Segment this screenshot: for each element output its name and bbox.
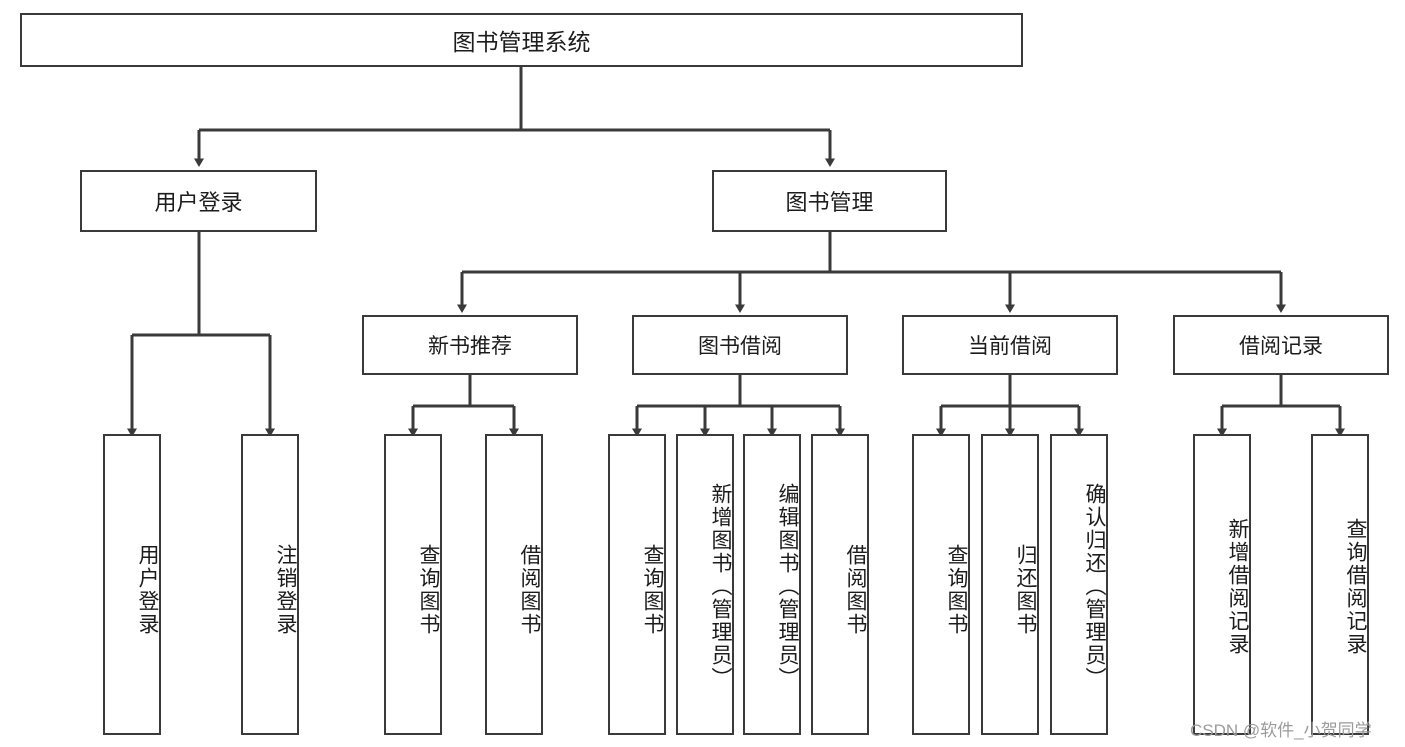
node-label: 新书推荐 <box>428 335 512 358</box>
node-book-management[interactable]: 图书管理 <box>712 170 947 232</box>
node-book-borrowing[interactable]: 图书借阅 <box>632 315 848 375</box>
watermark-text: CSDN @软件_小贺同学 <box>1190 721 1372 740</box>
node-label: 用户登录 <box>154 190 243 215</box>
node-user-login[interactable]: 用户登录 <box>80 170 317 232</box>
leaf-return-books[interactable]: 归还图书 <box>981 434 1039 735</box>
node-label: 查询图书 <box>641 543 664 636</box>
node-label: 新增图书（管理员） <box>709 483 732 690</box>
node-new-book-recommendation[interactable]: 新书推荐 <box>362 315 578 375</box>
leaf-add-book-admin[interactable]: 新增图书（管理员） <box>676 434 734 735</box>
leaf-add-borrow-record[interactable]: 新增借阅记录 <box>1193 434 1251 735</box>
node-borrowing-records[interactable]: 借阅记录 <box>1173 315 1389 375</box>
leaf-query-borrow-record[interactable]: 查询借阅记录 <box>1311 434 1369 735</box>
node-label: 查询借阅记录 <box>1344 517 1367 656</box>
node-label: 编辑图书（管理员） <box>776 483 799 690</box>
node-label: 图书管理 <box>785 190 874 215</box>
node-label: 当前借阅 <box>968 335 1052 358</box>
node-label: 图书借阅 <box>698 335 782 358</box>
csdn-watermark: CSDN @软件_小贺同学 <box>1190 716 1372 741</box>
node-label: 查询图书 <box>417 543 440 636</box>
node-label: 借阅记录 <box>1239 335 1323 358</box>
leaf-borrow-books-recommend[interactable]: 借阅图书 <box>485 434 543 735</box>
node-root-book-management-system[interactable]: 图书管理系统 <box>20 13 1023 67</box>
node-current-borrowing[interactable]: 当前借阅 <box>902 315 1118 375</box>
node-label: 确认归还（管理员） <box>1083 483 1106 690</box>
leaf-user-login[interactable]: 用户登录 <box>103 434 161 735</box>
node-label: 新增借阅记录 <box>1226 517 1249 656</box>
leaf-query-books-borrowing[interactable]: 查询图书 <box>608 434 666 735</box>
leaf-edit-book-admin[interactable]: 编辑图书（管理员） <box>743 434 801 735</box>
leaf-query-books-recommend[interactable]: 查询图书 <box>384 434 442 735</box>
leaf-logout[interactable]: 注销登录 <box>241 434 299 735</box>
node-label: 用户登录 <box>136 543 159 636</box>
node-label: 查询图书 <box>945 543 968 636</box>
node-label: 归还图书 <box>1014 543 1037 636</box>
leaf-query-books-current[interactable]: 查询图书 <box>912 434 970 735</box>
leaf-borrow-books-borrowing[interactable]: 借阅图书 <box>811 434 869 735</box>
leaf-confirm-return-admin[interactable]: 确认归还（管理员） <box>1050 434 1108 735</box>
node-label: 注销登录 <box>274 543 297 636</box>
node-label: 借阅图书 <box>518 543 541 636</box>
node-label: 借阅图书 <box>844 543 867 636</box>
node-label: 图书管理系统 <box>452 29 591 55</box>
